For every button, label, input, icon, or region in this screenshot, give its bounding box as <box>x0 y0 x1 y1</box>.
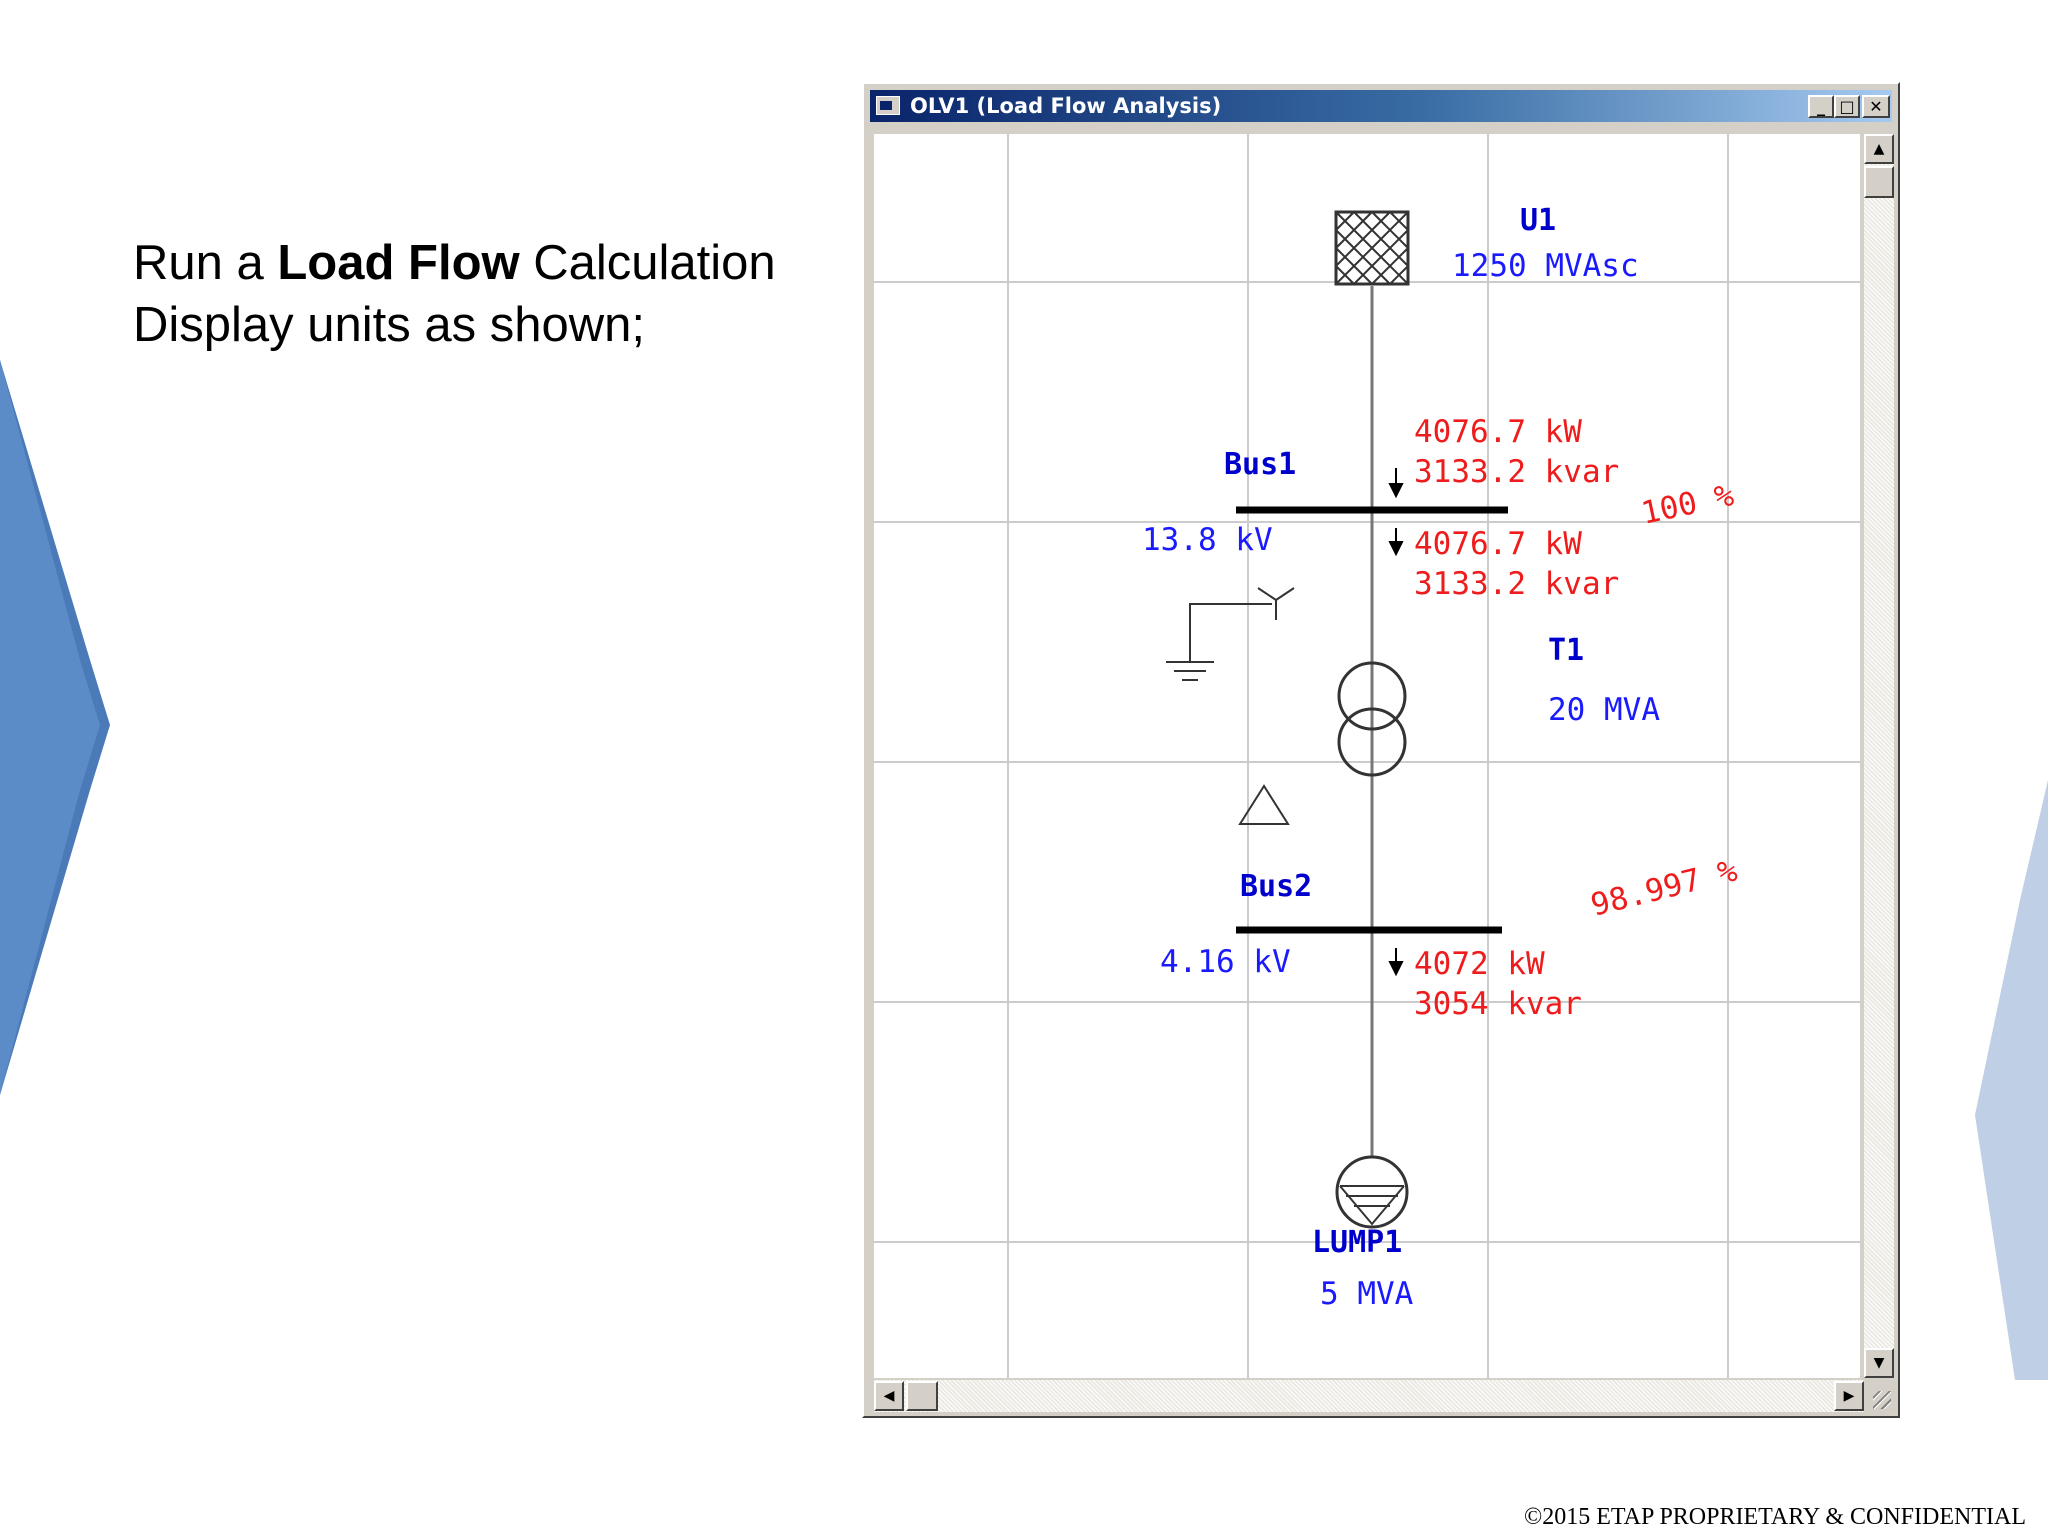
bus2-voltage-percent-label: 98.997 % <box>1587 853 1741 924</box>
maximize-button[interactable]: □ <box>1834 95 1860 118</box>
olv-window[interactable]: OLV1 (Load Flow Analysis) _ □ ✕ <box>862 82 1900 1418</box>
utility-name-label[interactable]: U1 <box>1520 203 1556 238</box>
window-app-icon[interactable] <box>876 96 900 115</box>
bus1-out-kw-label: 4076.7 kW <box>1414 526 1582 562</box>
diagram-grid <box>874 134 1860 1378</box>
scroll-down-button[interactable]: ▼ <box>1864 1348 1894 1378</box>
transformer-t1-symbol-icon[interactable] <box>1337 661 1407 777</box>
bus2-name-label[interactable]: Bus2 <box>1240 869 1312 904</box>
left-chevron-highlight <box>0 360 100 1095</box>
instruction-bold-term: Load Flow <box>277 236 520 290</box>
bus1-voltage-label: 13.8 kV <box>1142 522 1273 558</box>
wye-ground-icon <box>1166 587 1295 681</box>
flow-arrow-down-icon <box>1388 541 1404 557</box>
flow-arrow-down-icon <box>1388 483 1404 499</box>
close-button[interactable]: ✕ <box>1862 95 1890 118</box>
utility-rating-label: 1250 MVAsc <box>1452 248 1639 284</box>
minimize-button[interactable]: _ <box>1808 95 1834 118</box>
instruction-suffix: Calculation <box>519 236 776 290</box>
load-rating-label: 5 MVA <box>1320 1276 1414 1312</box>
scroll-up-button[interactable]: ▲ <box>1864 134 1894 164</box>
lumped-load-icon[interactable] <box>1335 1155 1409 1229</box>
bus1-in-kvar-label: 3133.2 kvar <box>1414 454 1619 490</box>
vertical-scroll-thumb[interactable] <box>1864 166 1894 198</box>
load-name-label[interactable]: LUMP1 <box>1312 1225 1402 1260</box>
bus1-name-label[interactable]: Bus1 <box>1224 447 1296 482</box>
horizontal-scroll-thumb[interactable] <box>906 1381 938 1411</box>
vertical-scrollbar[interactable]: ▲ ▼ <box>1864 134 1894 1378</box>
bus1-flow-arrows <box>1388 468 1404 557</box>
one-line-diagram[interactable]: U1 1250 MVAsc Bus1 13.8 kV 4076.7 kW 313… <box>874 134 1860 1378</box>
one-line-diagram-canvas[interactable]: U1 1250 MVAsc Bus1 13.8 kV 4076.7 kW 313… <box>874 134 1860 1378</box>
bus2-flow-kw-label: 4072 kW <box>1414 946 1545 982</box>
transformer-name-label[interactable]: T1 <box>1548 633 1584 668</box>
bus1-voltage-percent-label: 100 % <box>1638 477 1737 532</box>
scroll-right-button[interactable]: ▶ <box>1834 1381 1864 1411</box>
scroll-left-button[interactable]: ◀ <box>874 1381 904 1411</box>
bus1-out-kvar-label: 3133.2 kvar <box>1414 566 1619 602</box>
bus2-flow-arrows <box>1388 948 1404 977</box>
delta-winding-icon <box>1238 784 1290 825</box>
window-title: OLV1 (Load Flow Analysis) <box>910 94 1222 118</box>
flow-arrow-down-icon <box>1388 961 1404 977</box>
bus1-in-kw-label: 4076.7 kW <box>1414 414 1582 450</box>
horizontal-scrollbar[interactable]: ◀ ▶ <box>874 1380 1864 1412</box>
bus2-flow-kvar-label: 3054 kvar <box>1414 986 1582 1022</box>
resize-grip-icon[interactable] <box>1864 1380 1894 1412</box>
instruction-prefix: Run a <box>133 236 278 290</box>
utility-u1-symbol-icon[interactable] <box>1334 210 1410 286</box>
instruction-line-2: Display units as shown; <box>133 298 646 352</box>
instruction-line-1: Run a Load Flow Calculation <box>133 232 776 294</box>
window-titlebar[interactable]: OLV1 (Load Flow Analysis) _ □ ✕ <box>870 90 1892 122</box>
bus2-voltage-label: 4.16 kV <box>1160 944 1291 980</box>
transformer-rating-label: 20 MVA <box>1548 692 1660 728</box>
footer-copyright: ©2015 ETAP PROPRIETARY & CONFIDENTIAL <box>1524 1504 2026 1530</box>
right-chevron-shape <box>1975 780 2048 1380</box>
slide-instructions: Run a Load Flow Calculation Display unit… <box>133 232 776 356</box>
